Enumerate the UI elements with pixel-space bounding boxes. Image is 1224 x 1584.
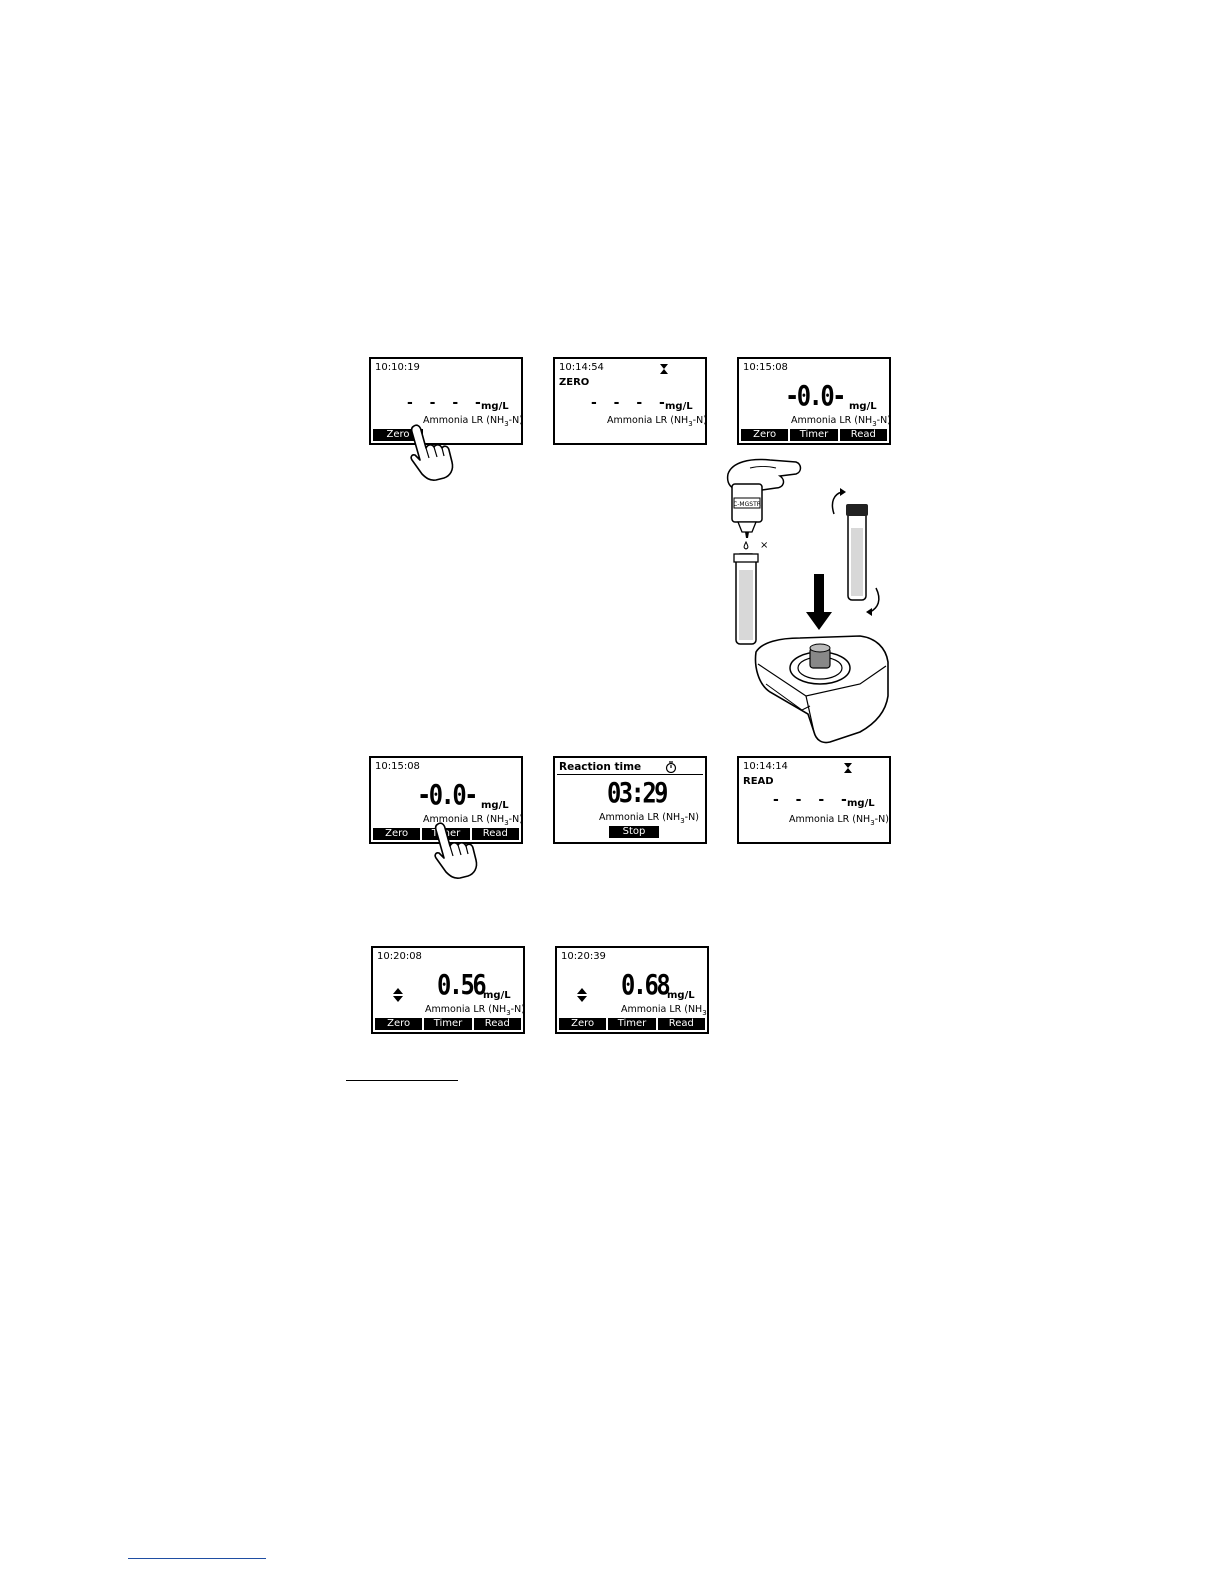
parameter-label: Ammonia LR (NH3) <box>621 1004 707 1017</box>
softkey-bar: Zero <box>373 429 423 441</box>
reagent-label: C-MGSTR <box>733 501 761 508</box>
stop-softkey[interactable]: Stop <box>609 826 659 838</box>
unit-label: mg/L <box>847 798 875 809</box>
meter-screen-2: 10:14:54 ZERO - - - - mg/L Ammonia LR (N… <box>553 357 707 445</box>
stopwatch-icon <box>665 761 677 773</box>
zero-softkey[interactable]: Zero <box>741 429 789 441</box>
parameter-label: Ammonia LR (NH3-N) <box>425 1004 525 1017</box>
reading-dashes: - - - - <box>591 395 671 411</box>
unit-label: mg/L <box>483 990 511 1001</box>
pointing-hand-icon <box>428 820 498 890</box>
meter-screen-8: 10:20:39 0.68 mg/L Ammonia LR (NH3) Zero… <box>555 946 709 1034</box>
countdown-value: 03:29 <box>607 776 668 809</box>
zero-softkey[interactable]: Zero <box>373 429 423 441</box>
unit-label: mg/L <box>481 800 509 811</box>
clock-time: 10:15:08 <box>375 761 420 772</box>
clock-time: 10:20:08 <box>377 951 422 962</box>
timer-softkey[interactable]: Timer <box>608 1018 656 1030</box>
section-underline <box>346 1080 458 1081</box>
unit-label: mg/L <box>665 401 693 412</box>
meter-device <box>754 635 889 744</box>
reading-dashes: - - - - <box>773 792 853 808</box>
zero-softkey[interactable]: Zero <box>375 1018 423 1030</box>
reagent-vial-meter-drawing: C-MGSTR × <box>726 458 889 744</box>
softkey-bar: Zero Timer Read <box>559 1018 705 1030</box>
reading-value: 0.68 <box>621 968 671 1001</box>
meter-screen-1: 10:10:19 - - - - mg/L Ammonia LR (NH3-N)… <box>369 357 523 445</box>
status-text: ZERO <box>559 377 590 388</box>
clock-time: 10:15:08 <box>743 362 788 373</box>
insert-arrow-icon <box>806 574 832 630</box>
hourglass-icon <box>843 762 853 774</box>
zero-softkey[interactable]: Zero <box>559 1018 607 1030</box>
footer-rule <box>128 1558 266 1559</box>
unit-label: mg/L <box>849 401 877 412</box>
read-softkey[interactable]: Read <box>473 1018 521 1030</box>
reading-value: 0.56 <box>437 968 487 1001</box>
meter-screen-5: Reaction time 03:29 Ammonia LR (NH3-N) S… <box>553 756 707 844</box>
unit-label: mg/L <box>481 401 509 412</box>
clock-time: 10:14:54 <box>559 362 604 373</box>
pointing-hand-icon <box>404 422 474 492</box>
hourglass-icon <box>659 363 669 375</box>
up-down-arrows-icon <box>577 988 587 1002</box>
reaction-time-header: Reaction time <box>557 760 703 775</box>
reading-dashes: - - - - <box>407 395 487 411</box>
clock-time: 10:14:14 <box>743 761 788 772</box>
drop-icon <box>743 540 749 550</box>
parameter-label: Ammonia LR (NH3-N) <box>423 415 523 428</box>
meter-screen-3: 10:15:08 -0.0- mg/L Ammonia LR (NH3-N) Z… <box>737 357 891 445</box>
parameter-label: Ammonia LR (NH3-N) <box>423 814 523 827</box>
read-softkey[interactable]: Read <box>471 828 519 840</box>
read-softkey[interactable]: Read <box>839 429 887 441</box>
procedure-illustration: C-MGSTR × <box>710 452 900 744</box>
parameter-label: Ammonia LR (NH3-N) <box>791 415 891 428</box>
timer-softkey[interactable]: Timer <box>790 429 838 441</box>
drop-count-mark: × <box>760 540 768 551</box>
rotate-arrow-icon <box>869 587 880 613</box>
reading-value: -0.0- <box>785 379 846 412</box>
timer-softkey[interactable]: Timer <box>424 1018 472 1030</box>
meter-screen-7: 10:20:08 0.56 mg/L Ammonia LR (NH3-N) Ze… <box>371 946 525 1034</box>
softkey-bar: Zero Timer Read <box>741 429 887 441</box>
meter-screen-6: 10:14:14 READ - - - - mg/L Ammonia LR (N… <box>737 756 891 844</box>
read-softkey[interactable]: Read <box>657 1018 705 1030</box>
unit-label: mg/L <box>667 990 695 1001</box>
softkey-bar: Zero Timer Read <box>375 1018 521 1030</box>
reading-value: -0.0- <box>417 778 478 811</box>
status-text: READ <box>743 776 774 787</box>
up-down-arrows-icon <box>393 988 403 1002</box>
parameter-label: Ammonia LR (NH3-N) <box>599 812 699 825</box>
parameter-label: Ammonia LR (NH3-N) <box>789 814 889 827</box>
zero-softkey[interactable]: Zero <box>373 828 421 840</box>
clock-time: 10:10:19 <box>375 362 420 373</box>
clock-time: 10:20:39 <box>561 951 606 962</box>
parameter-label: Ammonia LR (NH3-N) <box>607 415 707 428</box>
